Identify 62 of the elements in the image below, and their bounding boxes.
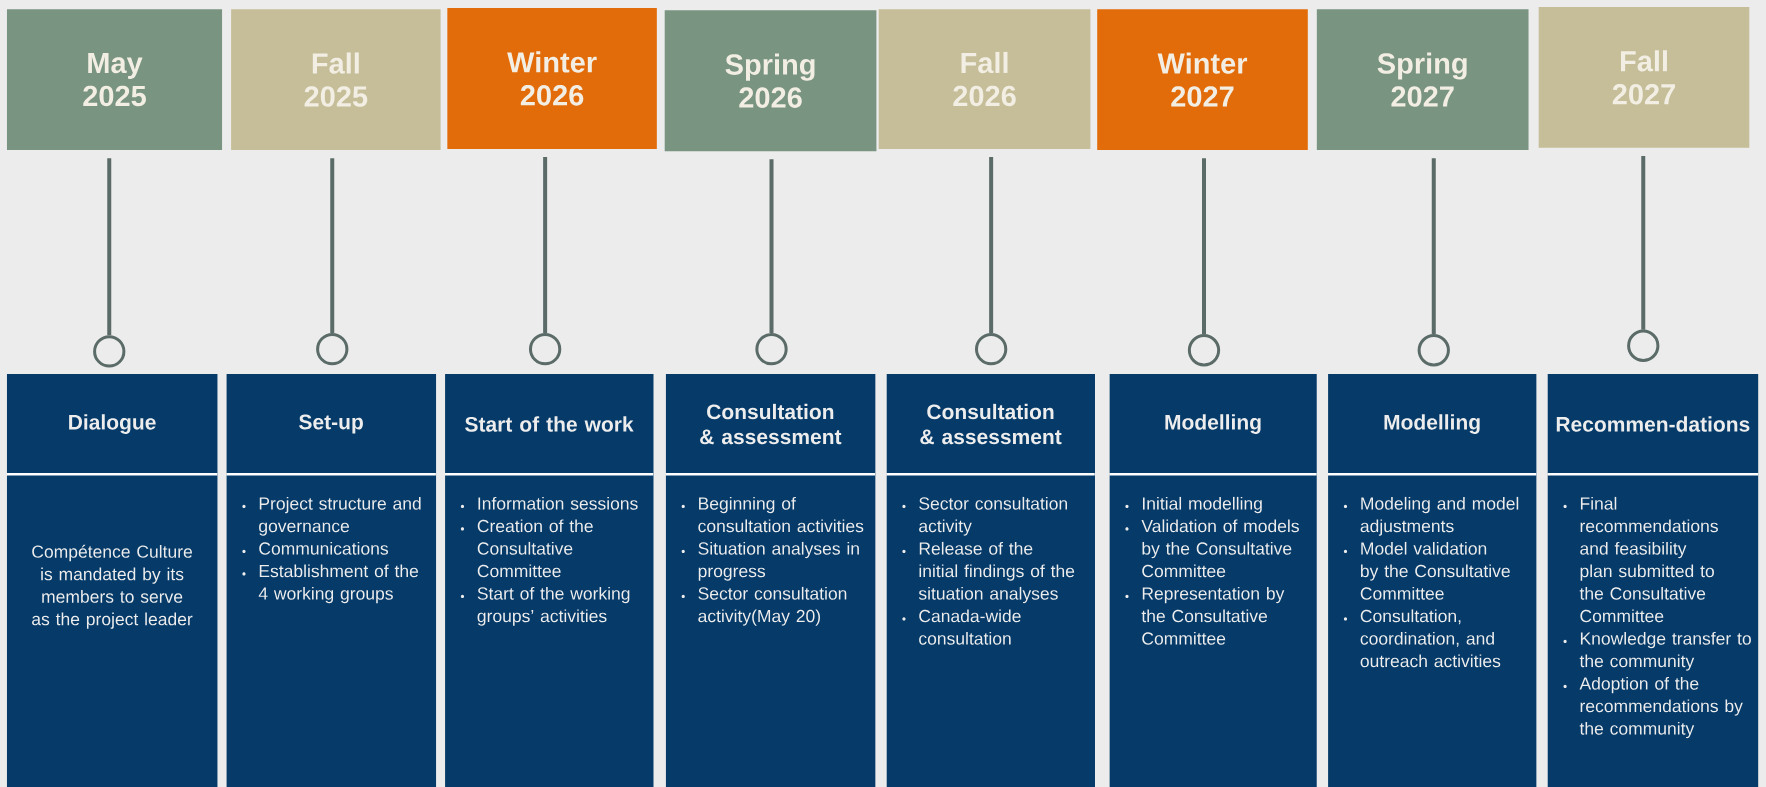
bullet-item: Release of the initial findings of the situation analyses: [902, 541, 1075, 604]
bullet-item: Situation analyses in progress: [681, 541, 859, 581]
phase-card: [6, 374, 218, 787]
bullet-item: Model validation by the Consultative Committee: [1343, 541, 1510, 600]
date-box: Fall 2027: [1538, 6, 1750, 148]
stem-line: [1641, 155, 1646, 330]
date-box: Winter 2026: [447, 8, 657, 149]
date-box: Fall 2025: [231, 9, 441, 150]
circle-marker: [1187, 334, 1221, 367]
phase-card: [444, 374, 654, 787]
bullet-item: Sector consultation activity(May 20): [681, 586, 847, 626]
bullet-item: Final recommendations and feasibility plan submitted to the Consultative Committee: [1563, 496, 1718, 623]
card-heading: Consultation & assessment: [920, 403, 1062, 445]
bullet-item: Beginning of consultation activities: [681, 496, 864, 533]
date-box: Winter 2027: [1097, 9, 1308, 150]
date-box: Spring 2026: [664, 10, 877, 152]
card-heading: Dialogue: [69, 414, 156, 434]
stem-line: [989, 157, 994, 333]
bullet-item: Representation by the Consultative Committee: [1125, 586, 1285, 645]
phase-card: [665, 374, 876, 787]
bullet-item: Establishment of the 4 working groups: [242, 564, 419, 604]
phase-card: [1327, 374, 1537, 787]
stem-line: [1431, 158, 1436, 335]
bullet-item: Canada-wide consultation: [902, 609, 1021, 645]
bullet-item: Start of the working groups’ activities: [460, 586, 630, 626]
card-text: Compétence Culture is mandated by its members to serve as the project leader: [32, 544, 193, 629]
circle-marker: [1417, 334, 1450, 367]
phase-card: [1109, 374, 1317, 787]
stem-line: [1202, 158, 1206, 335]
bullet-item: Modeling and model adjustments: [1343, 496, 1519, 536]
card-heading: Consultation & assessment: [700, 403, 842, 445]
card-heading: Start of the work: [465, 416, 634, 432]
circle-marker: [316, 333, 349, 366]
circle-marker: [975, 333, 1008, 366]
bullet-item: Information sessions: [460, 496, 638, 510]
date-box: Spring 2027: [1316, 9, 1529, 150]
date-box: May 2025: [6, 9, 223, 150]
stem-line: [330, 158, 335, 333]
bullet-item: Consultation, coordination, and outreach activities: [1343, 609, 1501, 668]
circle-marker: [755, 333, 788, 366]
card-heading: Set-up: [299, 414, 363, 434]
stem-line: [543, 157, 548, 333]
bullet-item: Creation of the Consultative Committee: [460, 519, 593, 578]
date-box: Fall 2026: [878, 9, 1091, 149]
circle-marker: [529, 333, 562, 366]
bullet-item: Adoption of the recommendations by the community: [1563, 676, 1743, 739]
card-heading: Modelling: [1165, 414, 1261, 434]
circle-marker: [93, 335, 126, 368]
phase-card: [226, 374, 437, 787]
bullet-item: Communications: [242, 541, 389, 555]
bullet-item: Knowledge transfer to the community: [1563, 631, 1751, 671]
bullet-item: Validation of models by the Consultative Committee: [1125, 519, 1299, 578]
stem-line: [107, 158, 112, 336]
circle-marker: [1627, 329, 1660, 362]
bullet-item: Project structure and governance: [242, 496, 421, 536]
phase-card: [1547, 374, 1759, 787]
stem-line: [769, 159, 774, 333]
phase-card: [886, 374, 1095, 787]
bullet-item: Initial modelling: [1125, 496, 1262, 514]
card-heading: Recommen-dations: [1556, 416, 1750, 432]
bullet-item: Sector consultation activity: [902, 496, 1067, 536]
card-heading: Modelling: [1384, 414, 1480, 434]
